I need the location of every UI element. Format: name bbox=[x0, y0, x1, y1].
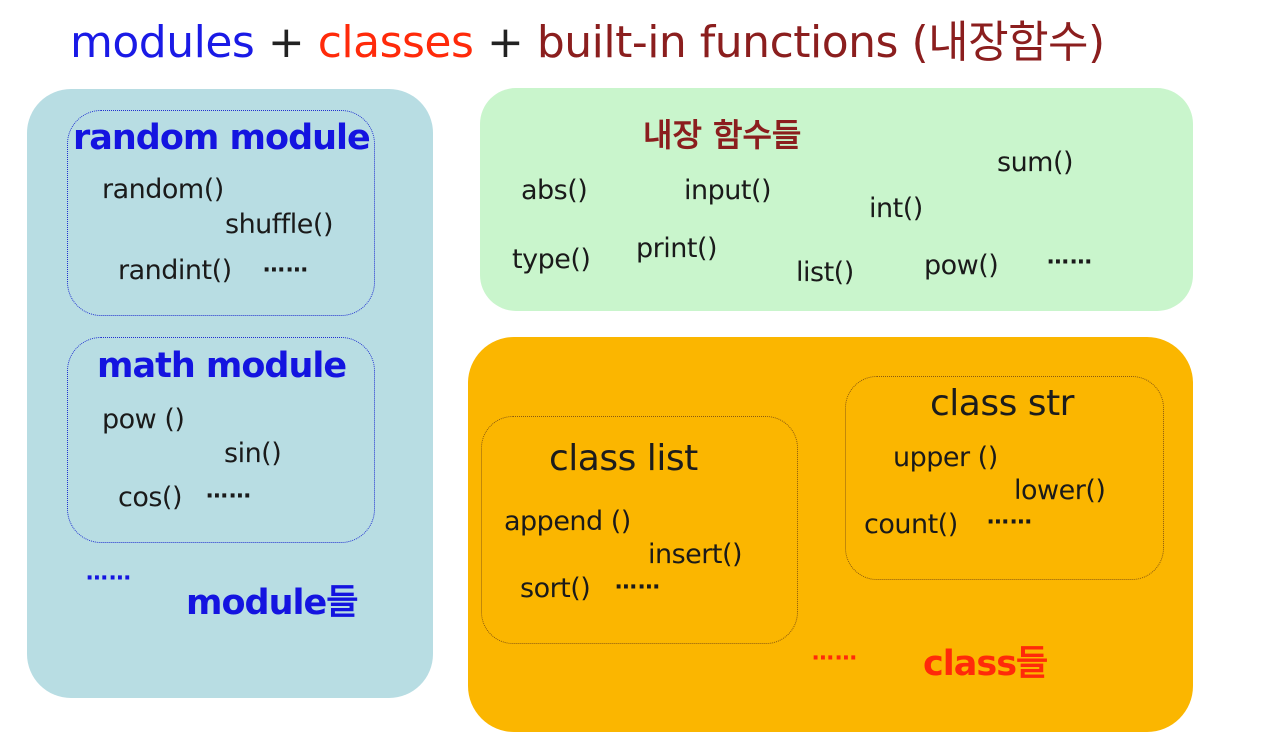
title-plus-2: + bbox=[486, 17, 524, 68]
classes-label: class들 bbox=[923, 644, 1048, 684]
modules-ellipsis: ⋯⋯ bbox=[86, 566, 132, 591]
fn-sum: sum() bbox=[997, 147, 1074, 178]
class-list-ellipsis: ⋯⋯ bbox=[615, 575, 661, 600]
fn-cos: cos() bbox=[118, 482, 183, 513]
class-str-heading: class str bbox=[930, 383, 1074, 424]
modules-panel bbox=[27, 89, 433, 698]
classes-ellipsis: ⋯⋯ bbox=[812, 646, 858, 671]
random-module-heading: random module bbox=[73, 118, 371, 158]
class-list-heading: class list bbox=[549, 438, 698, 479]
title-builtins: built-in functions (내장함수) bbox=[536, 17, 1105, 68]
title-classes: classes bbox=[317, 17, 474, 68]
math-module-box bbox=[67, 337, 375, 543]
fn-upper: upper () bbox=[893, 442, 998, 473]
math-ellipsis: ⋯⋯ bbox=[206, 484, 252, 509]
fn-print: print() bbox=[636, 233, 718, 264]
builtins-ellipsis: ⋯⋯ bbox=[1047, 250, 1093, 275]
diagram-title: modules + classes + built-in functions (… bbox=[70, 6, 1105, 70]
title-modules: modules bbox=[70, 17, 255, 68]
fn-shuffle: shuffle() bbox=[225, 209, 333, 240]
fn-pow: pow () bbox=[102, 404, 185, 435]
fn-list: list() bbox=[796, 257, 854, 288]
fn-count: count() bbox=[864, 509, 958, 540]
fn-insert: insert() bbox=[648, 539, 743, 570]
fn-lower: lower() bbox=[1014, 475, 1106, 506]
fn-type: type() bbox=[512, 244, 591, 275]
fn-input: input() bbox=[684, 175, 772, 206]
classes-panel bbox=[468, 337, 1193, 732]
class-str-box bbox=[845, 376, 1164, 580]
fn-pow-builtin: pow() bbox=[924, 250, 999, 281]
builtins-heading: 내장 함수들 bbox=[643, 116, 802, 154]
class-list-box bbox=[481, 416, 798, 644]
fn-append: append () bbox=[504, 506, 631, 537]
random-ellipsis: ⋯⋯ bbox=[263, 258, 309, 283]
fn-sort: sort() bbox=[520, 573, 591, 604]
math-module-heading: math module bbox=[97, 346, 347, 386]
modules-label: module들 bbox=[186, 583, 358, 623]
builtins-panel bbox=[480, 88, 1193, 311]
title-plus-1: + bbox=[267, 17, 305, 68]
fn-randint: randint() bbox=[118, 255, 232, 286]
fn-int: int() bbox=[869, 193, 923, 224]
class-str-ellipsis: ⋯⋯ bbox=[987, 510, 1033, 535]
random-module-box bbox=[67, 110, 375, 316]
fn-random: random() bbox=[102, 174, 224, 205]
fn-abs: abs() bbox=[521, 175, 588, 206]
fn-sin: sin() bbox=[224, 438, 282, 469]
